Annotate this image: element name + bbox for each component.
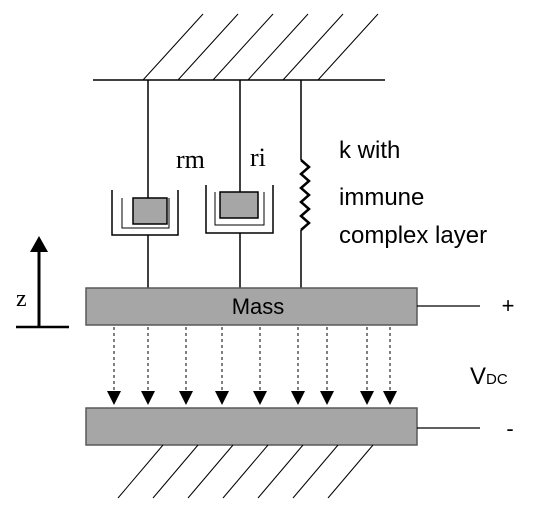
ri-label: ri [250,143,266,172]
voltage-label-main: V [470,363,486,390]
z-label: z [16,286,27,312]
damper-ri-piston [219,191,259,219]
plus-sign: + [502,293,515,318]
damper-ri [205,80,274,288]
spring-k [299,80,311,288]
damper-rm-inner-wall [121,198,170,229]
bottom-electrode [85,407,418,446]
spring-label-line1: k with [339,137,400,164]
z-axis-arrowhead [30,236,48,252]
damper-rm [111,80,179,288]
voltage-label-subscript: DC [486,371,508,388]
field-arrowhead-1 [107,391,121,405]
damper-rm-cylinder [111,190,179,236]
field-arrowhead-7 [320,391,334,405]
rm-label: rm [176,145,205,174]
field-arrowhead-3 [179,391,193,405]
top-support [93,13,385,81]
field-arrowhead-5 [253,391,267,405]
spring-label-line3: complex layer [339,222,487,249]
top-hatching [142,13,379,81]
mass-plate [85,287,418,326]
field-arrowhead-9 [383,391,397,405]
damper-ri-inner-wall [214,192,265,226]
voltage-label: VDC [470,363,508,390]
damper-rm-piston [132,197,168,225]
spring-label-line2: immune [339,184,424,211]
field-arrows [107,327,397,405]
field-arrowhead-4 [215,391,229,405]
field-arrowhead-6 [291,391,305,405]
field-arrowhead-2 [141,391,155,405]
field-arrowhead-8 [360,391,374,405]
bottom-hatching [117,444,374,499]
field-arrow-shafts [113,327,391,391]
minus-sign: - [506,416,513,441]
field-arrow-heads [107,391,397,405]
z-axis: z [16,236,69,329]
spring-coil [299,159,311,231]
mass-label: Mass [232,294,285,319]
